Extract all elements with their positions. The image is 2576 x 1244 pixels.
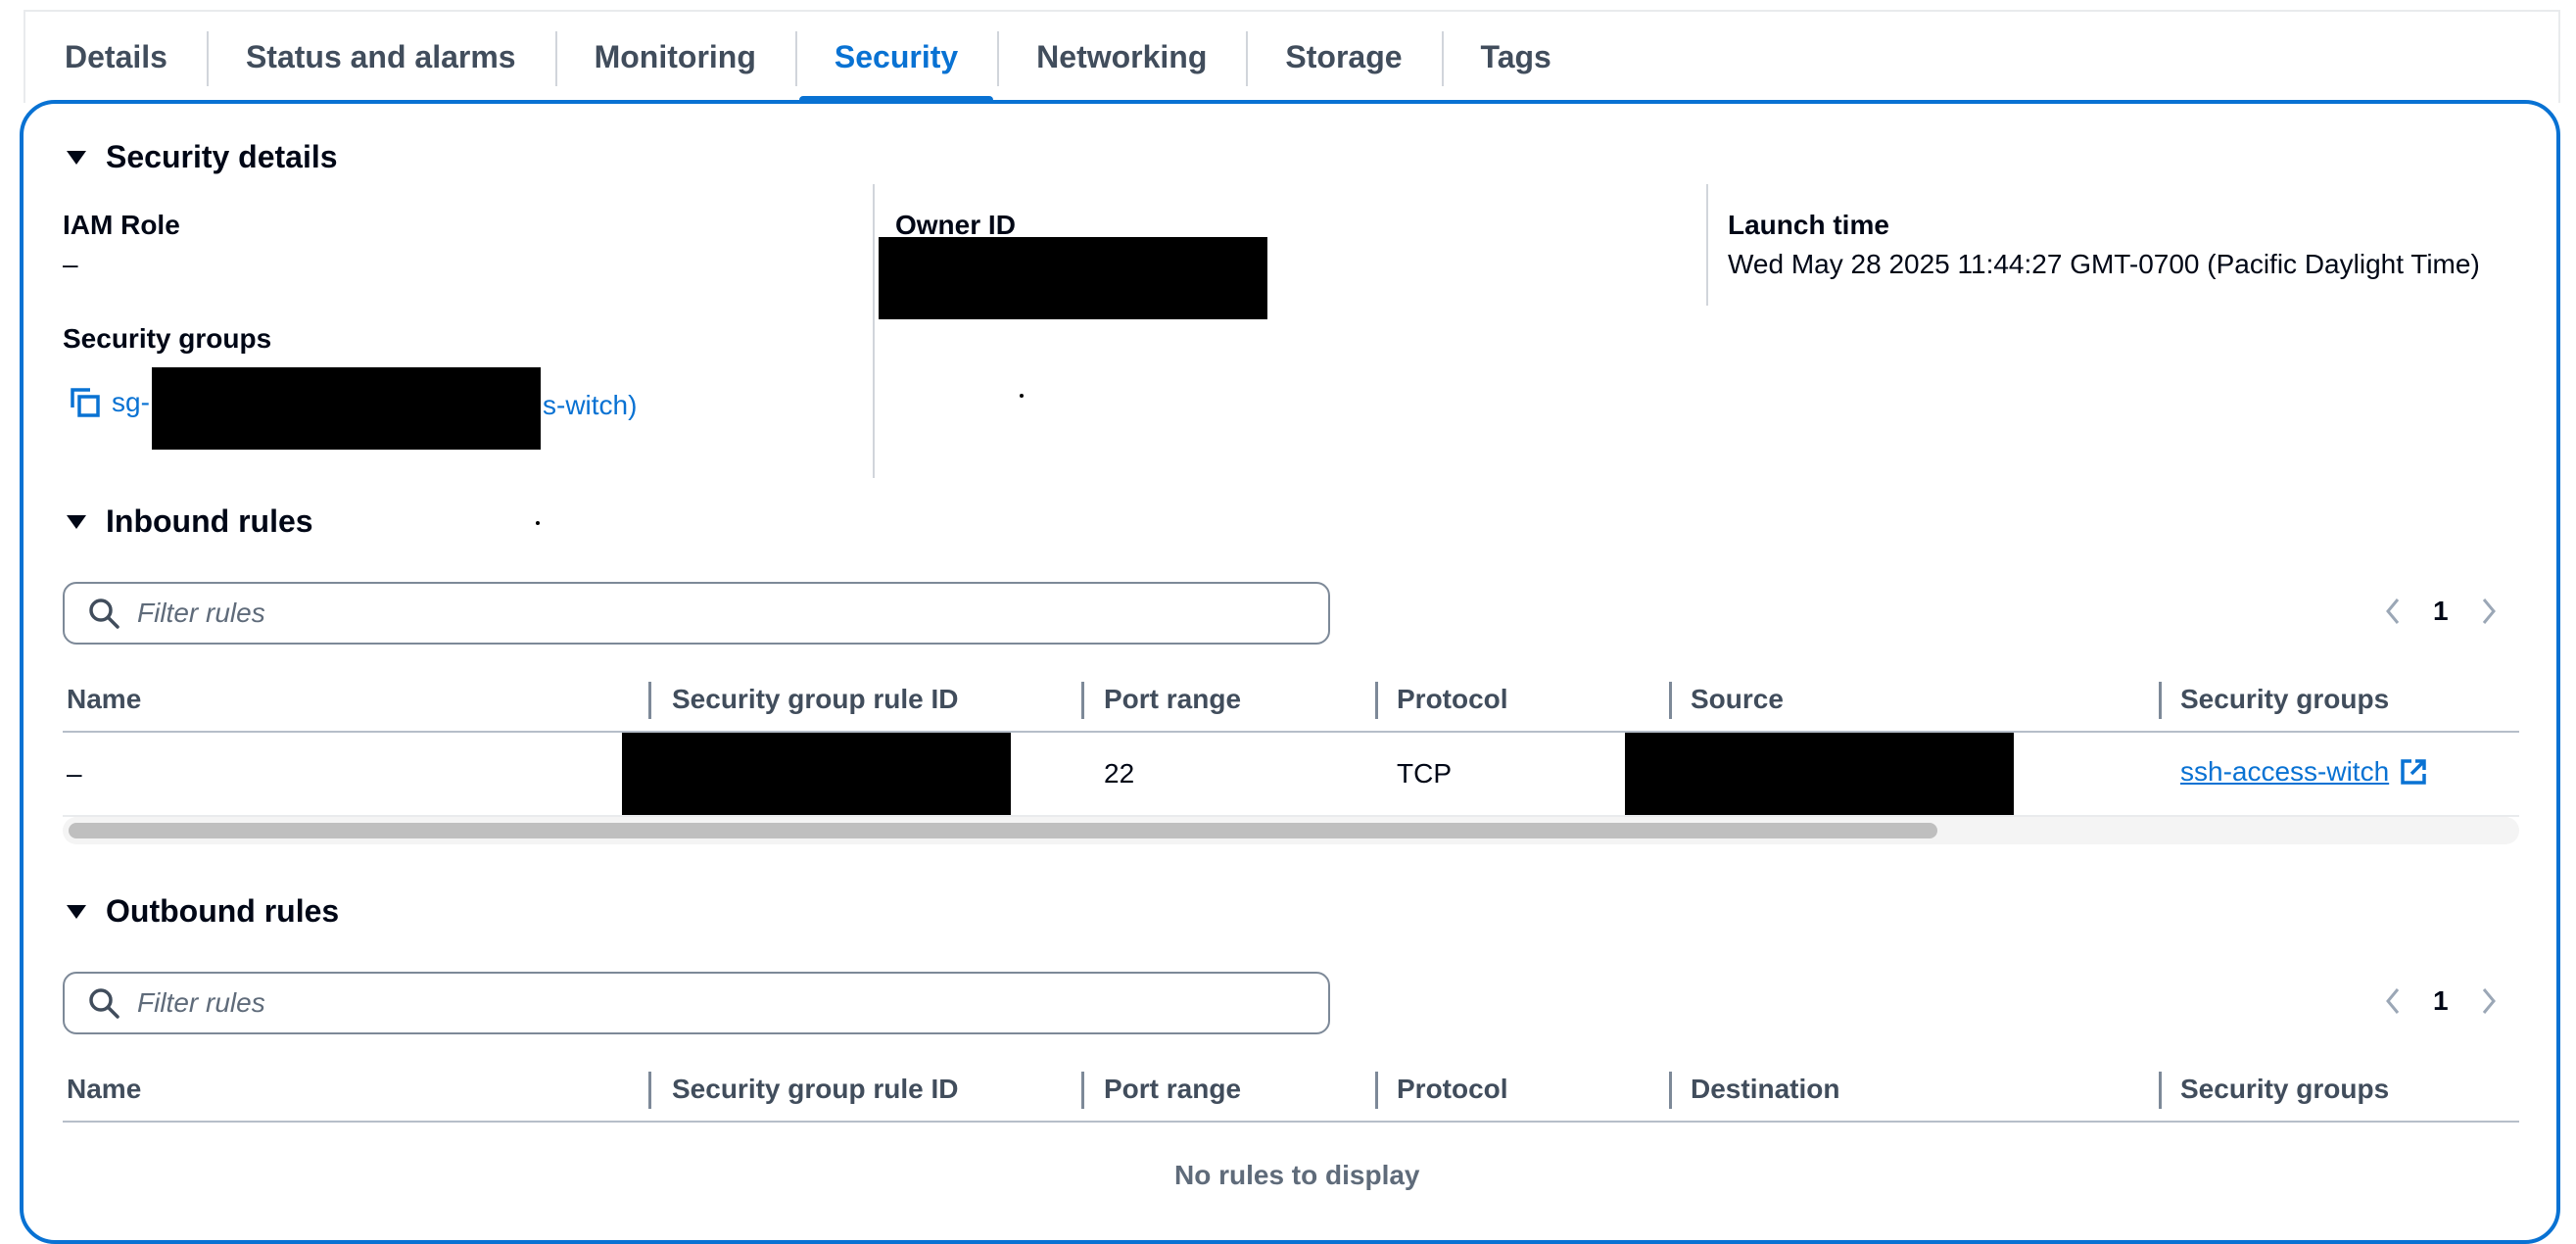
tab-storage[interactable]: Storage [1246,12,1441,102]
tab-details[interactable]: Details [25,12,207,102]
inbound-table-header: Name Security group rule ID Port range P… [63,672,2519,733]
inbound-pagination: 1 [2382,596,2500,627]
search-icon [89,988,119,1019]
tab-label: Storage [1285,38,1403,74]
tab-label: Monitoring [594,38,756,74]
tab-monitoring[interactable]: Monitoring [554,12,795,102]
column-resizer[interactable] [1375,682,1378,719]
chevron-left-icon[interactable] [2382,985,2404,1017]
external-link-icon [2401,759,2426,785]
section-title: Inbound rules [106,503,313,539]
copy-icon[interactable] [69,386,102,419]
column-header-port-range[interactable]: Port range [1104,1074,1242,1104]
cell-protocol: TCP [1397,758,1452,789]
column-resizer[interactable] [2159,682,2162,719]
chevron-right-icon[interactable] [2478,596,2500,627]
search-icon [89,598,119,629]
caret-down-icon [67,904,86,919]
security-group-link[interactable]: sg- [69,386,150,419]
column-header-security-groups[interactable]: Security groups [2180,1074,2390,1104]
section-title: Outbound rules [106,893,340,929]
column-resizer[interactable] [648,682,651,719]
tab-status-and-alarms[interactable]: Status and alarms [206,12,555,102]
container-left-border [24,10,25,103]
scrollbar-thumb[interactable] [69,823,1937,838]
launch-time-label: Launch time [1728,210,1889,240]
iam-role-value: – [63,249,78,279]
launch-time-value: Wed May 28 2025 11:44:27 GMT-0700 (Pacif… [1728,249,2480,279]
cell-name: – [67,758,82,789]
column-divider [873,184,875,478]
stray-dot [1020,394,1024,398]
page-number[interactable]: 1 [2433,985,2449,1016]
tab-security[interactable]: Security [794,12,997,104]
column-header-name[interactable]: Name [67,684,142,714]
chevron-left-icon[interactable] [2382,596,2404,627]
column-resizer[interactable] [1669,682,1672,719]
redacted-block [152,367,541,450]
column-header-port-range[interactable]: Port range [1104,684,1242,714]
inbound-filter-input[interactable] [135,597,1295,630]
column-resizer[interactable] [1669,1072,1672,1109]
security-group-link-text: ssh-access-witch [2180,756,2390,787]
column-header-protocol[interactable]: Protocol [1397,1074,1508,1104]
security-group-prefix: sg- [112,387,150,417]
column-resizer[interactable] [648,1072,651,1109]
caret-down-icon [67,150,86,165]
redacted-block [1625,733,2014,815]
outbound-rules-toggle[interactable]: Outbound rules [67,893,339,930]
column-header-protocol[interactable]: Protocol [1397,684,1508,714]
cell-port-range: 22 [1104,758,1135,789]
tab-label: Details [65,38,167,74]
tab-networking[interactable]: Networking [997,12,1246,102]
container-right-border [2558,10,2560,103]
outbound-filter-input[interactable] [135,986,1295,1020]
security-group-suffix: s-witch) [543,390,638,420]
chevron-right-icon[interactable] [2478,985,2500,1017]
column-divider [1706,184,1708,306]
outbound-pagination: 1 [2382,985,2500,1017]
column-header-rule-id[interactable]: Security group rule ID [672,684,959,714]
outbound-filter[interactable] [63,972,1330,1034]
iam-role-label: IAM Role [63,210,180,240]
redacted-block [879,237,1267,319]
tab-tags[interactable]: Tags [1441,12,1591,102]
column-header-rule-id[interactable]: Security group rule ID [672,1074,959,1104]
redacted-block [622,733,1011,815]
outbound-table-header: Name Security group rule ID Port range P… [63,1062,2519,1123]
tab-label: Security [834,38,959,74]
column-resizer[interactable] [2159,1072,2162,1109]
tab-label: Networking [1036,38,1208,74]
tab-label: Status and alarms [245,38,516,74]
page-number[interactable]: 1 [2433,596,2449,626]
security-group-external-link[interactable]: ssh-access-witch [2180,756,2428,788]
security-group-link-suffix[interactable]: s-witch) [543,390,637,421]
row-divider [63,815,2519,817]
column-resizer[interactable] [1081,1072,1084,1109]
column-resizer[interactable] [1375,1072,1378,1109]
empty-state-text: No rules to display [1174,1160,1420,1190]
security-groups-label: Security groups [63,323,272,354]
stray-dot [536,521,540,525]
owner-id-label: Owner ID [895,210,1016,240]
caret-down-icon [67,514,86,529]
tab-label: Tags [1480,38,1551,74]
column-header-source[interactable]: Source [1691,684,1784,714]
column-header-destination[interactable]: Destination [1691,1074,1840,1104]
inbound-rules-toggle[interactable]: Inbound rules [67,503,313,540]
instance-tabs: Details Status and alarms Monitoring Sec… [25,12,1591,104]
section-title: Security details [106,139,338,174]
container-top-border [24,10,2560,12]
security-details-toggle[interactable]: Security details [67,139,338,175]
security-panel: Security details IAM Role – Security gro… [20,100,2560,1244]
column-header-security-groups[interactable]: Security groups [2180,684,2390,714]
column-header-name[interactable]: Name [67,1074,142,1104]
column-resizer[interactable] [1081,682,1084,719]
inbound-filter[interactable] [63,582,1330,645]
